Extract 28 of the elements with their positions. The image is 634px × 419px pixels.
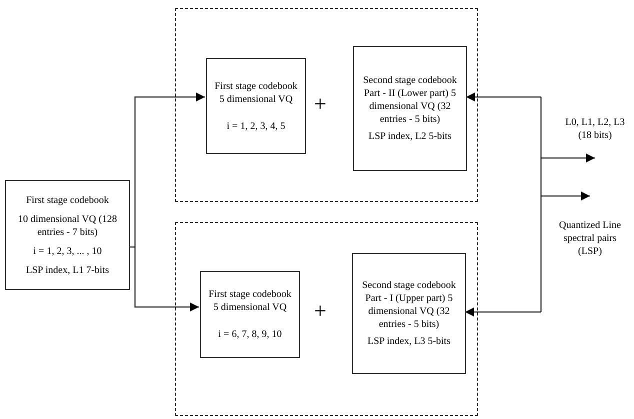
codebook-box [5,180,130,290]
dashed-group-frame [175,222,478,416]
plus-sign: + [314,300,326,322]
box-text: Second stage codebook Part - I (Upper part) 5 dimensional VQ (32 entries - 5 bits) [361,279,457,331]
dashed-group-frame [175,8,478,202]
box-text: LSP index, L2 5-bits [368,130,452,143]
box-text: First stage codebook 5 dimensional VQ [208,288,292,314]
box-text: i = 6, 7, 8, 9, 10 [218,328,282,341]
box-text: LSP index, L3 5-bits [368,335,450,348]
arrow [540,154,596,162]
box-text: First stage codebook 5 dimensional VQ [214,80,298,106]
arrow [130,246,200,312]
codebook-box [353,46,467,171]
box-text: LSP index, L1 7-bits [26,264,109,276]
box-text: First stage codebook [26,194,109,206]
arrow [540,192,590,200]
box-text: 10 dimensional VQ (128 entries - 7 bits) [17,212,118,238]
codebook-box [352,253,466,374]
arrow [464,308,542,316]
arrow [466,92,542,102]
label-text: Quantized Line spectral pairs (LSP) [558,219,622,259]
box-text: i = 1, 2, 3, 4, 5 [226,120,286,132]
label-text: L0, L1, L2, L3 (18 bits) [564,116,626,143]
box-text: i = 1, 2, 3, ... , 10 [33,244,102,258]
codebook-box [200,271,300,358]
codebook-box [206,58,306,154]
box-text: Second stage codebook Part - II (Lower part) 5 dimensional VQ (32 entries - 5 bits) [362,74,458,126]
plus-sign: + [314,93,326,115]
